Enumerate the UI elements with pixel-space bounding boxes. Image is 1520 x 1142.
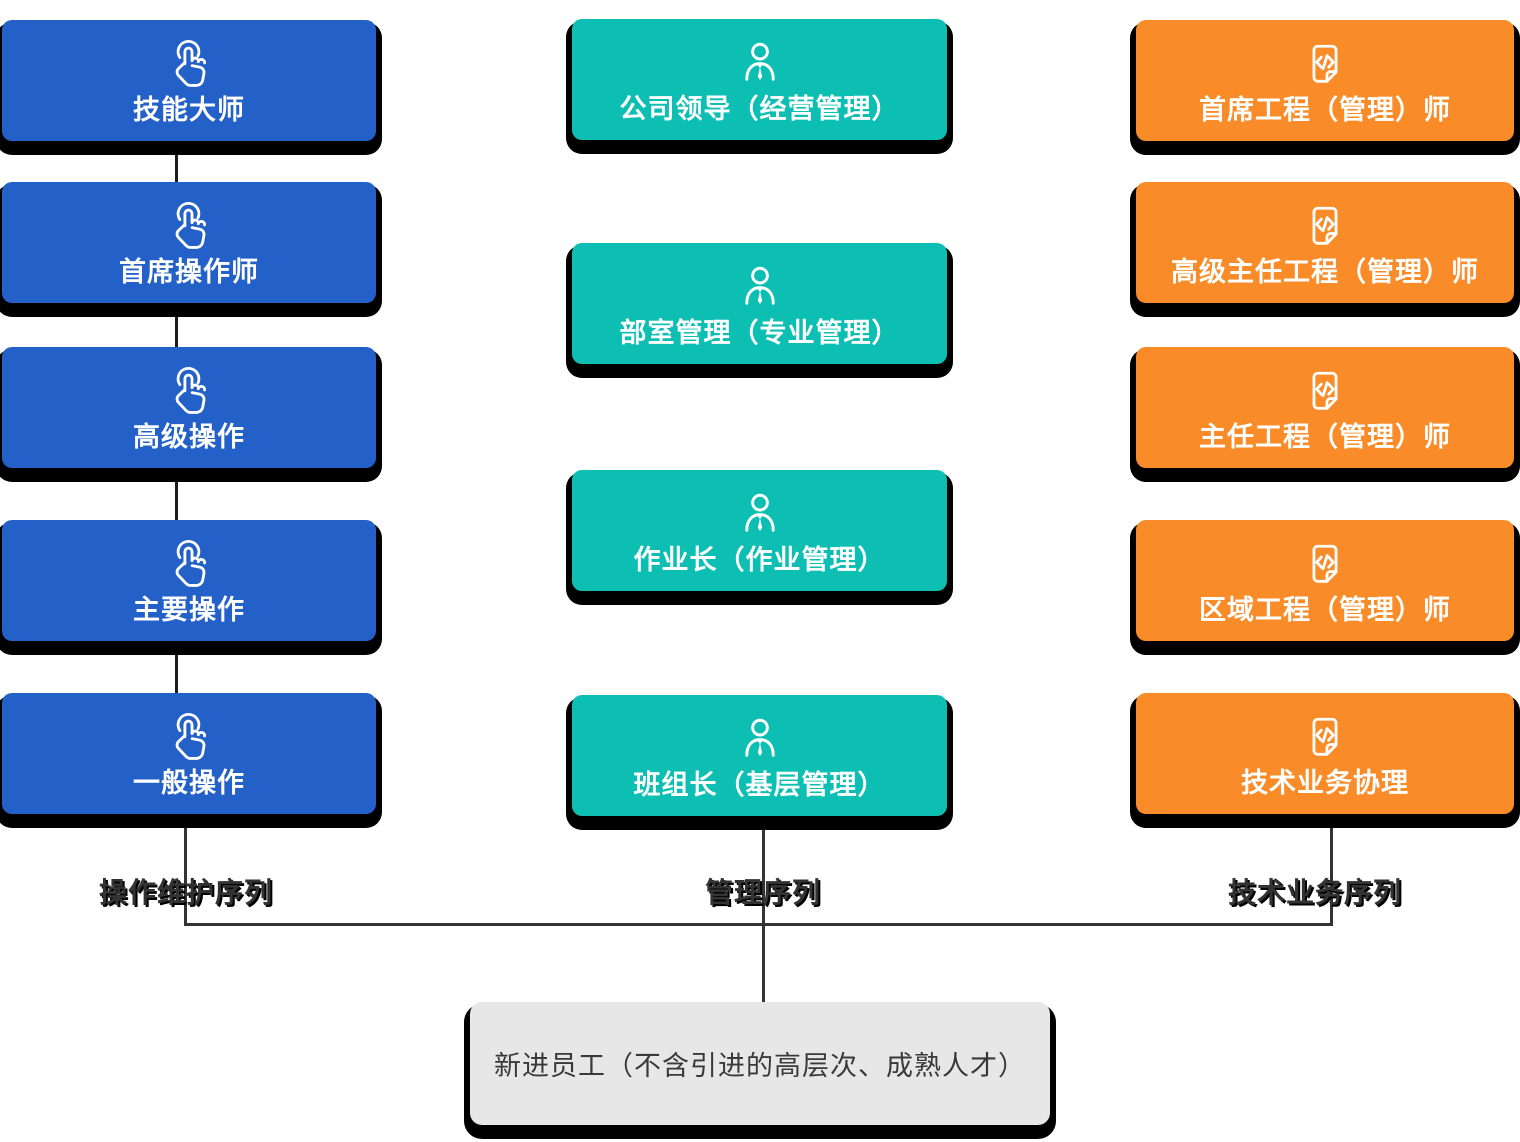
tap-icon bbox=[162, 538, 216, 590]
box-label: 技能大师 bbox=[133, 94, 245, 126]
box-label: 首席工程（管理）师 bbox=[1199, 94, 1451, 126]
connector-middle-column-tail bbox=[762, 816, 765, 1004]
person-icon bbox=[733, 488, 787, 540]
box-department-management: 部室管理（专业管理） bbox=[572, 243, 947, 364]
box-company-leadership: 公司领导（经营管理） bbox=[572, 19, 947, 140]
code-file-icon bbox=[1298, 538, 1352, 590]
code-file-icon bbox=[1298, 365, 1352, 417]
code-file-icon bbox=[1298, 38, 1352, 90]
connector-left-2-3 bbox=[175, 303, 178, 348]
box-label: 区域工程（管理）师 bbox=[1199, 594, 1451, 626]
box-label: 班组长（基层管理） bbox=[633, 769, 886, 801]
box-label: 技术业务协理 bbox=[1241, 767, 1409, 799]
tap-icon bbox=[162, 365, 216, 417]
person-icon bbox=[733, 713, 787, 765]
box-chief-engineer: 首席工程（管理）师 bbox=[1136, 20, 1514, 141]
box-label: 主任工程（管理）师 bbox=[1199, 421, 1451, 453]
box-skill-master: 技能大师 bbox=[2, 20, 376, 141]
box-main-operation: 主要操作 bbox=[2, 520, 376, 641]
box-label: 高级操作 bbox=[133, 421, 245, 453]
sequence-label-technical: 技术业务序列 bbox=[1227, 876, 1403, 909]
box-label: 部室管理（专业管理） bbox=[619, 317, 900, 349]
person-icon bbox=[733, 37, 787, 89]
box-senior-operation: 高级操作 bbox=[2, 347, 376, 468]
box-team-leader: 班组长（基层管理） bbox=[572, 695, 947, 816]
entry-box-new-employee: 新进员工（不含引进的高层次、成熟人才） bbox=[470, 1002, 1050, 1125]
connector-left-column-tail bbox=[184, 814, 187, 925]
tap-icon bbox=[162, 38, 216, 90]
box-chief-operator: 首席操作师 bbox=[2, 182, 376, 303]
box-senior-director-engineer: 高级主任工程（管理）师 bbox=[1136, 182, 1514, 303]
box-label: 公司领导（经营管理） bbox=[619, 93, 900, 125]
tap-icon bbox=[162, 711, 216, 763]
connector-left-4-5 bbox=[175, 641, 178, 694]
sequence-label-management: 管理序列 bbox=[704, 876, 822, 909]
connector-left-1-2 bbox=[175, 141, 178, 183]
connector-left-3-4 bbox=[175, 468, 178, 521]
box-director-engineer: 主任工程（管理）师 bbox=[1136, 347, 1514, 468]
box-label: 首席操作师 bbox=[119, 256, 259, 288]
box-general-operation: 一般操作 bbox=[2, 693, 376, 814]
box-label: 主要操作 bbox=[133, 594, 245, 626]
box-regional-engineer: 区域工程（管理）师 bbox=[1136, 520, 1514, 641]
connector-right-column-tail bbox=[1330, 814, 1333, 925]
entry-box-label: 新进员工（不含引进的高层次、成熟人才） bbox=[494, 1051, 1026, 1082]
box-technical-assistant: 技术业务协理 bbox=[1136, 693, 1514, 814]
tap-icon bbox=[162, 200, 216, 252]
box-label: 一般操作 bbox=[133, 767, 245, 799]
box-label: 高级主任工程（管理）师 bbox=[1171, 256, 1479, 288]
box-operation-chief: 作业长（作业管理） bbox=[572, 470, 947, 591]
sequence-label-operation: 操作维护序列 bbox=[98, 876, 274, 909]
code-file-icon bbox=[1298, 200, 1352, 252]
code-file-icon bbox=[1298, 711, 1352, 763]
box-label: 作业长（作业管理） bbox=[633, 544, 886, 576]
person-icon bbox=[733, 261, 787, 313]
connector-bus-line bbox=[184, 923, 1333, 926]
